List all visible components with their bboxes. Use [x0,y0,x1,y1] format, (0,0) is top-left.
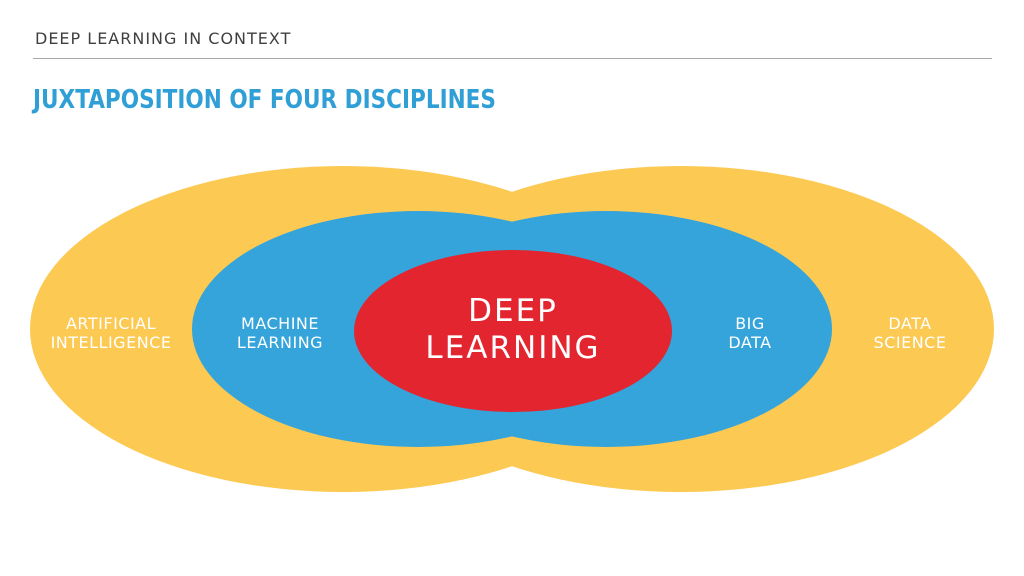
label-deep-learning: DEEP LEARNING [380,293,646,367]
label-bd-line1: BIG [735,314,765,333]
label-dl-line1: DEEP [468,293,558,329]
header-divider [33,58,992,59]
label-ds-line1: DATA [888,314,932,333]
label-machine-learning: MACHINE LEARNING [212,314,348,352]
label-artificial-intelligence: ARTIFICIAL INTELLIGENCE [31,314,191,352]
label-ml-line2: LEARNING [236,333,324,352]
center-ellipse [354,250,672,412]
section-header: DEEP LEARNING IN CONTEXT [35,29,292,48]
slide-title: JUXTAPOSITION OF FOUR DISCIPLINES [33,85,496,115]
label-ml-line1: MACHINE [241,314,319,333]
label-bd-line2: DATA [728,333,772,352]
label-ds-line2: SCIENCE [873,333,947,352]
label-dl-line2: LEARNING [425,330,601,366]
label-ai-line2: INTELLIGENCE [50,333,172,352]
label-ai-line1: ARTIFICIAL [65,314,157,333]
label-big-data: BIG DATA [700,314,800,352]
label-data-science: DATA SCIENCE [852,314,968,352]
